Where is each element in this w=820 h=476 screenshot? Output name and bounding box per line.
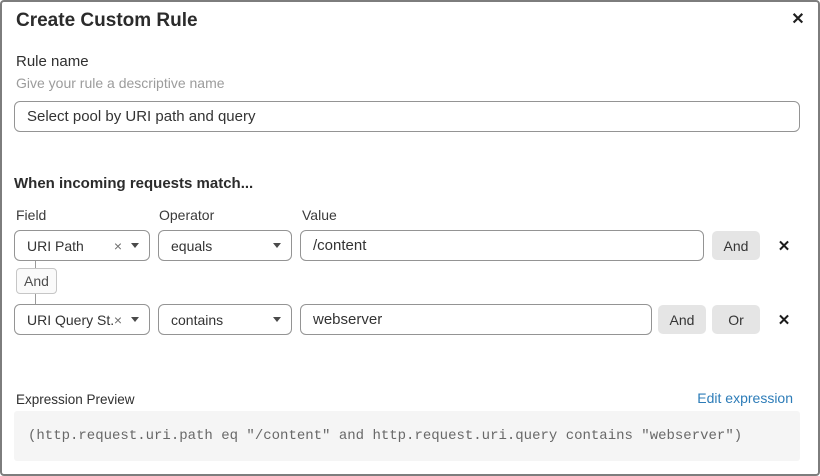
match-heading: When incoming requests match... [14,175,254,192]
clear-field-icon[interactable]: × [113,237,122,254]
chevron-down-icon [131,317,139,322]
operator-select-row1[interactable]: equals [158,230,292,261]
rule-name-helper: Give your rule a descriptive name [16,75,225,91]
or-button-row2[interactable]: Or [712,305,760,334]
value-input-row2[interactable]: webserver [300,304,652,335]
value-input-row2-value: webserver [313,311,383,328]
dialog-title: Create Custom Rule [16,10,198,31]
field-select-row2-value: URI Query St... [27,311,114,328]
edit-expression-link[interactable]: Edit expression [697,390,793,406]
chevron-down-icon [131,243,139,248]
and-button-row1[interactable]: And [712,231,760,260]
chevron-down-icon [273,317,281,322]
rule-name-input[interactable]: Select pool by URI path and query [14,101,800,132]
column-label-field: Field [16,207,47,223]
field-select-row1-value: URI Path [27,237,84,254]
close-icon[interactable]: ✕ [791,11,805,28]
column-label-value: Value [302,207,337,223]
field-select-row2[interactable]: URI Query St... × [14,304,150,335]
and-button-row2[interactable]: And [658,305,706,334]
remove-row2-icon[interactable]: ✕ [777,311,791,329]
operator-select-row2-value: contains [171,311,224,328]
rule-name-value: Select pool by URI path and query [27,108,256,125]
value-input-row1[interactable]: /content [300,230,704,261]
expression-preview-label: Expression Preview [16,392,135,407]
expression-code-box: (http.request.uri.path eq "/content" and… [14,411,800,461]
expression-code: (http.request.uri.path eq "/content" and… [28,428,743,444]
column-label-operator: Operator [159,207,215,223]
chevron-down-icon [273,243,281,248]
rule-name-label: Rule name [16,53,89,70]
field-select-row1[interactable]: URI Path × [14,230,150,261]
clear-field-icon[interactable]: × [113,311,122,328]
remove-row1-icon[interactable]: ✕ [777,237,791,255]
connector-line [35,261,36,268]
connector-line [35,294,36,304]
operator-select-row1-value: equals [171,237,213,254]
operator-select-row2[interactable]: contains [158,304,292,335]
value-input-row1-value: /content [313,237,367,254]
connector-and-badge: And [16,268,57,294]
